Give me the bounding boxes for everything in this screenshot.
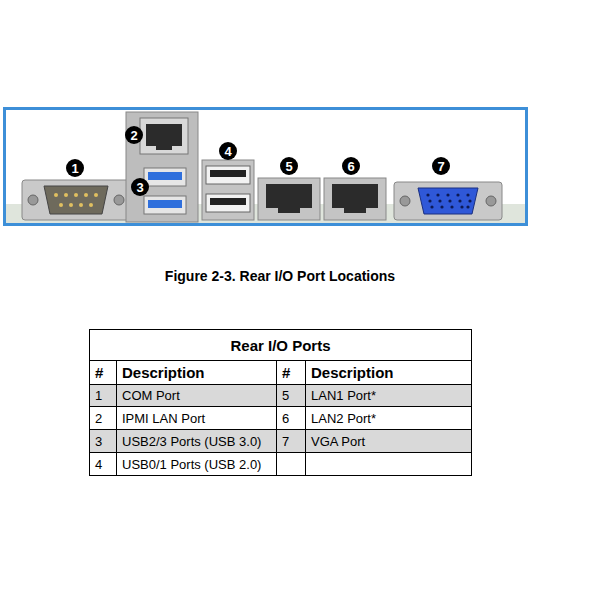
table-header: Description bbox=[306, 361, 472, 384]
table-cell: 5 bbox=[277, 385, 305, 406]
table-cell: USB2/3 Ports (USB 3.0) bbox=[117, 430, 276, 452]
table-cell: 7 bbox=[277, 430, 305, 452]
table-cell: 4 bbox=[90, 453, 116, 476]
table-header: # bbox=[277, 361, 305, 384]
callout-number: 3 bbox=[131, 178, 149, 196]
callout-number: 5 bbox=[280, 157, 298, 175]
table-cell: 1 bbox=[90, 385, 116, 406]
callout-number: 7 bbox=[432, 157, 450, 175]
table-cell: LAN2 Port* bbox=[306, 407, 472, 429]
table-cell: COM Port bbox=[117, 385, 276, 406]
table-cell: 2 bbox=[90, 407, 116, 429]
table-cell: VGA Port bbox=[306, 430, 472, 452]
table-title: Rear I/O Ports bbox=[89, 330, 472, 360]
table-cell: USB0/1 Ports (USB 2.0) bbox=[117, 453, 276, 476]
table-cell: 6 bbox=[277, 407, 305, 429]
figure-caption: Figure 2-3. Rear I/O Port Locations bbox=[60, 268, 500, 284]
table-cell: IPMI LAN Port bbox=[117, 407, 276, 429]
callout-number: 1 bbox=[66, 159, 84, 177]
table-cell: 3 bbox=[90, 430, 116, 452]
table-header: # bbox=[90, 361, 116, 384]
table-header: Description bbox=[117, 361, 276, 384]
table-cell: LAN1 Port* bbox=[306, 385, 472, 406]
callout-number: 4 bbox=[219, 142, 237, 160]
callout-number: 2 bbox=[125, 126, 143, 144]
callout-number: 6 bbox=[342, 157, 360, 175]
